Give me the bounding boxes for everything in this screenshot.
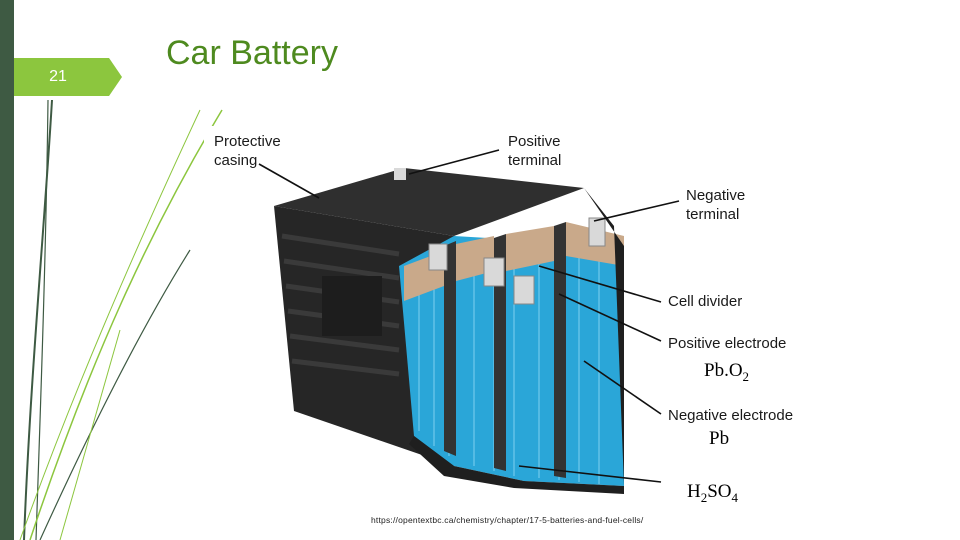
formula-positive: Pb.O2 (704, 360, 750, 384)
label-negative-electrode: Negative electrode (668, 407, 794, 424)
label-cell-divider: Cell divider (668, 293, 743, 310)
slide-title: Car Battery (166, 34, 338, 72)
label-positive-terminal: Positive terminal (508, 133, 562, 169)
slide-number: 21 (49, 68, 67, 85)
label-negative-terminal: Negative terminal (686, 187, 746, 223)
decorative-lines (19, 99, 223, 540)
source-link[interactable]: https://opentextbc.ca/chemistry/chapter/… (371, 515, 644, 525)
label-positive-electrode: Positive electrode (668, 335, 787, 352)
formula-negative: Pb (709, 428, 730, 449)
left-accent-bar (0, 0, 14, 540)
battery-illustration-icon (258, 149, 680, 494)
label-protective-casing: Protective casing (214, 133, 281, 169)
formula-electrolyte: H2SO4 (687, 481, 739, 505)
slide-number-tab: 21 (14, 58, 122, 96)
battery-figure: Protective casing Positive terminal Nega… (204, 126, 814, 506)
